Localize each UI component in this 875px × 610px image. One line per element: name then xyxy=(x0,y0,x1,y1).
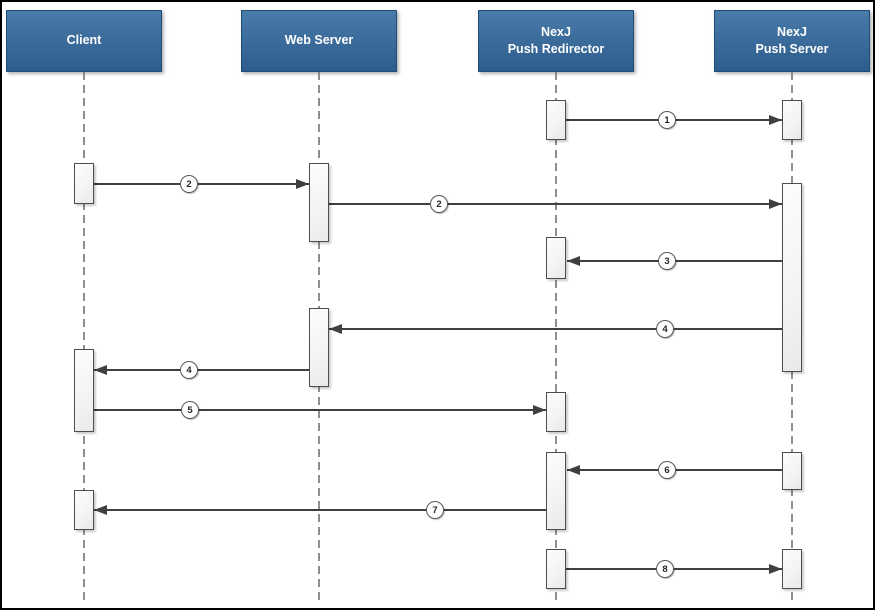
activation-box-nexj-push-redirector xyxy=(546,549,566,589)
message-number-badge-8: 8 xyxy=(656,560,674,578)
activation-box-web-server xyxy=(309,163,329,242)
activation-box-client xyxy=(74,349,94,432)
message-number-badge-2: 2 xyxy=(430,195,448,213)
message-line-4 xyxy=(329,328,782,330)
actor-label-line: Client xyxy=(66,33,102,48)
message-arrowhead-5 xyxy=(533,404,546,415)
message-line-2 xyxy=(94,183,309,185)
activation-box-client xyxy=(74,490,94,530)
message-number-badge-3: 3 xyxy=(658,252,676,270)
message-arrowhead-2 xyxy=(296,178,309,189)
activation-box-web-server xyxy=(309,308,329,387)
message-number-badge-4: 4 xyxy=(180,361,198,379)
message-arrowhead-4 xyxy=(329,323,342,334)
activation-box-nexj-push-server xyxy=(782,549,802,589)
actor-header-nexj-push-redirector: NexJ Push Redirector xyxy=(478,10,634,72)
message-line-2 xyxy=(329,203,782,205)
message-number-badge-4: 4 xyxy=(656,320,674,338)
message-arrowhead-7 xyxy=(94,504,107,515)
activation-box-nexj-push-server xyxy=(782,100,802,140)
message-line-8 xyxy=(566,568,782,570)
lifeline-client xyxy=(83,72,85,600)
activation-box-client xyxy=(74,163,94,204)
message-line-7 xyxy=(94,509,546,511)
message-line-4 xyxy=(94,369,309,371)
activation-box-nexj-push-server xyxy=(782,452,802,490)
message-arrowhead-2 xyxy=(769,198,782,209)
lifeline-nexj-push-redirector xyxy=(555,72,557,600)
actor-label-line: Push Redirector xyxy=(507,42,605,56)
activation-box-nexj-push-redirector xyxy=(546,100,566,140)
message-arrowhead-6 xyxy=(567,464,580,475)
message-number-badge-5: 5 xyxy=(181,401,199,419)
message-number-badge-1: 1 xyxy=(658,111,676,129)
message-line-5 xyxy=(94,409,546,411)
message-number-badge-6: 6 xyxy=(658,461,676,479)
message-arrowhead-8 xyxy=(769,563,782,574)
message-arrowhead-3 xyxy=(567,255,580,266)
activation-box-nexj-push-redirector xyxy=(546,237,566,279)
activation-box-nexj-push-redirector xyxy=(546,452,566,530)
actor-header-client: Client xyxy=(6,10,162,72)
actor-header-web-server: Web Server xyxy=(241,10,397,72)
actor-header-nexj-push-server: NexJ Push Server xyxy=(714,10,870,72)
message-number-badge-7: 7 xyxy=(426,501,444,519)
message-number-badge-2: 2 xyxy=(180,175,198,193)
activation-box-nexj-push-server xyxy=(782,183,802,372)
message-arrowhead-1 xyxy=(769,114,782,125)
actor-label-line: NexJ xyxy=(777,24,807,39)
actor-label-line: Web Server xyxy=(284,33,354,48)
actor-label-line: NexJ xyxy=(541,24,571,39)
activation-box-nexj-push-redirector xyxy=(546,392,566,432)
actor-label-line: Push Server xyxy=(755,42,829,56)
message-arrowhead-4 xyxy=(94,364,107,375)
